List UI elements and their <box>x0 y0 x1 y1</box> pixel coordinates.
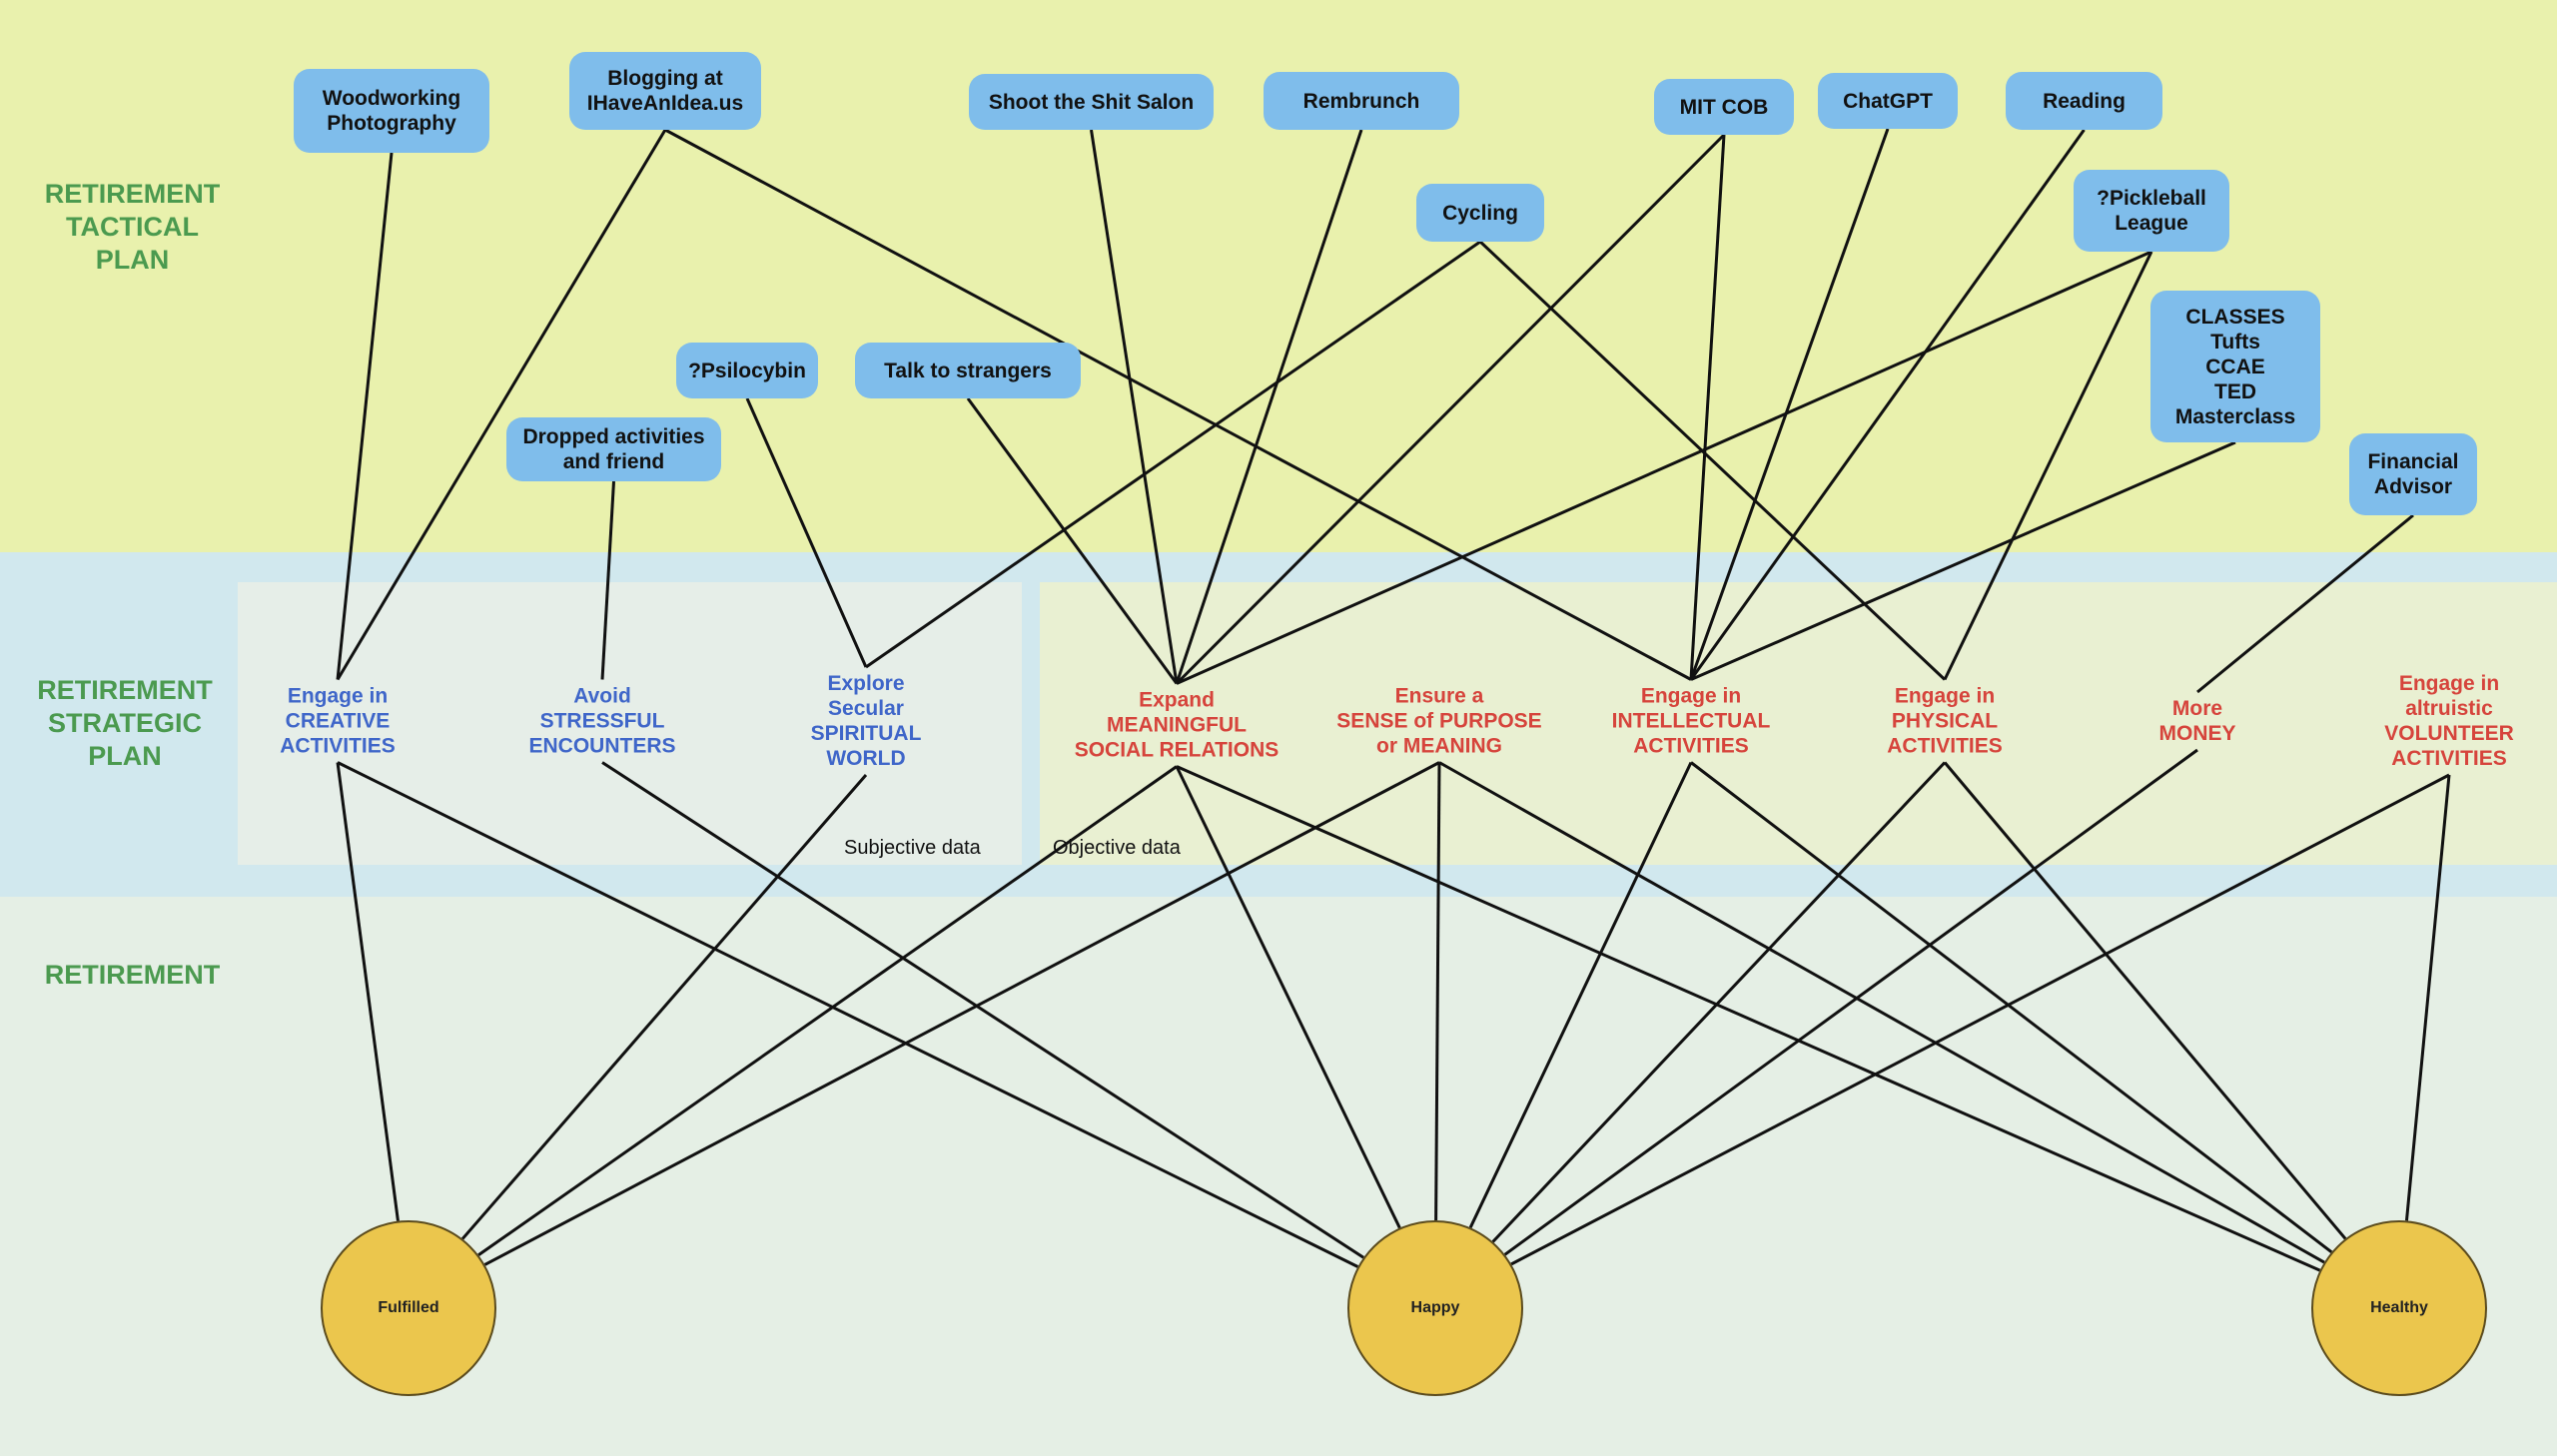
link-woodworking-creative <box>336 152 394 680</box>
link-volunteer-happy <box>1510 773 2450 1266</box>
link-creative-happy <box>337 761 1359 1268</box>
link-financial-money <box>2196 513 2414 694</box>
link-blogging-creative <box>336 129 667 681</box>
strategy-spiritual-world: Explore Secular SPIRITUAL WORLD <box>810 672 922 770</box>
strategy-physical-activities: Engage in PHYSICAL ACTIVITIES <box>1887 684 2003 758</box>
link-purpose-fulfilled <box>483 761 1440 1266</box>
link-chatgpt-intellectual <box>1689 128 1890 681</box>
link-pickleball-social <box>1176 250 2152 685</box>
link-pickleball-physical <box>1943 251 2153 681</box>
subjective-data-caption: Subjective data <box>844 837 981 859</box>
link-salon-social <box>1090 129 1179 684</box>
tactic-financial-advisor[interactable]: Financial Advisor <box>2349 433 2477 515</box>
link-dropped-stress <box>600 480 615 680</box>
tactic-reading[interactable]: Reading <box>2006 72 2162 130</box>
link-volunteer-healthy <box>2404 774 2451 1221</box>
link-spiritual-fulfilled <box>460 774 868 1240</box>
strategy-volunteer-activities: Engage in altruistic VOLUNTEER ACTIVITIE… <box>2384 672 2514 770</box>
strategy-creative-activities: Engage in CREATIVE ACTIVITIES <box>280 684 396 758</box>
tactic-psilocybin[interactable]: ?Psilocybin <box>676 343 818 398</box>
link-purpose-happy <box>1434 762 1441 1221</box>
link-rembrunch-social <box>1175 129 1363 684</box>
strategy-social-relations: Expand MEANINGFUL SOCIAL RELATIONS <box>1074 688 1279 762</box>
tactic-blogging[interactable]: Blogging at IHaveAnIdea.us <box>569 52 761 130</box>
link-social-fulfilled <box>477 765 1178 1257</box>
tactic-dropped-activities[interactable]: Dropped activities and friend <box>506 417 721 481</box>
tactic-cycling[interactable]: Cycling <box>1416 184 1544 242</box>
outcome-happy[interactable]: Happy <box>1347 1220 1523 1396</box>
link-mitcob-intellectual <box>1689 134 1726 680</box>
link-physical-healthy <box>1943 761 2347 1240</box>
link-blogging-intellectual <box>664 128 1692 681</box>
link-cycling-physical <box>1478 240 1947 681</box>
objective-data-caption: Objective data <box>1053 837 1181 859</box>
tactic-rembrunch[interactable]: Rembrunch <box>1264 72 1459 130</box>
tactic-woodworking-photography[interactable]: Woodworking Photography <box>294 69 489 153</box>
tactic-classes[interactable]: CLASSES Tufts CCAE TED Masterclass <box>2150 291 2320 442</box>
retirement-label: RETIREMENT <box>44 960 221 990</box>
link-intellectual-happy <box>1468 761 1693 1228</box>
link-strangers-social <box>966 397 1179 685</box>
strategy-avoid-stressful-encounters: Avoid STRESSFUL ENCOUNTERS <box>528 684 676 758</box>
link-physical-happy <box>1491 761 1947 1243</box>
tactical-plan-label: RETIREMENT TACTICAL PLAN <box>44 179 221 275</box>
link-stress-happy <box>601 761 1364 1259</box>
tactic-pickleball-league[interactable]: ?Pickleball League <box>2074 170 2229 252</box>
link-mitcob-social <box>1175 133 1726 685</box>
link-money-happy <box>1503 748 2198 1256</box>
link-purpose-healthy <box>1438 761 2325 1264</box>
link-creative-fulfilled <box>336 762 400 1221</box>
link-cycling-spiritual <box>865 240 1481 669</box>
tactic-shoot-the-shit-salon[interactable]: Shoot the Shit Salon <box>969 74 1214 130</box>
link-reading-intellectual <box>1689 129 2086 681</box>
link-intellectual-healthy <box>1690 761 2333 1254</box>
strategy-more-money: More MONEY <box>2158 697 2236 745</box>
link-classes-intellectual <box>1690 440 2236 681</box>
link-social-happy <box>1175 765 1401 1229</box>
strategy-sense-of-purpose: Ensure a SENSE of PURPOSE or MEANING <box>1336 684 1542 758</box>
strategic-plan-label: RETIREMENT STRATEGIC PLAN <box>37 675 213 771</box>
tactic-mit-cob[interactable]: MIT COB <box>1654 79 1794 135</box>
strategy-intellectual-activities: Engage in INTELLECTUAL ACTIVITIES <box>1611 684 1771 758</box>
outcome-healthy[interactable]: Healthy <box>2311 1220 2487 1396</box>
tactic-chatgpt[interactable]: ChatGPT <box>1818 73 1958 129</box>
outcome-fulfilled[interactable]: Fulfilled <box>321 1220 496 1396</box>
link-social-healthy <box>1176 765 2321 1272</box>
tactic-talk-to-strangers[interactable]: Talk to strangers <box>855 343 1081 398</box>
link-psilocybin-spiritual <box>745 397 868 668</box>
